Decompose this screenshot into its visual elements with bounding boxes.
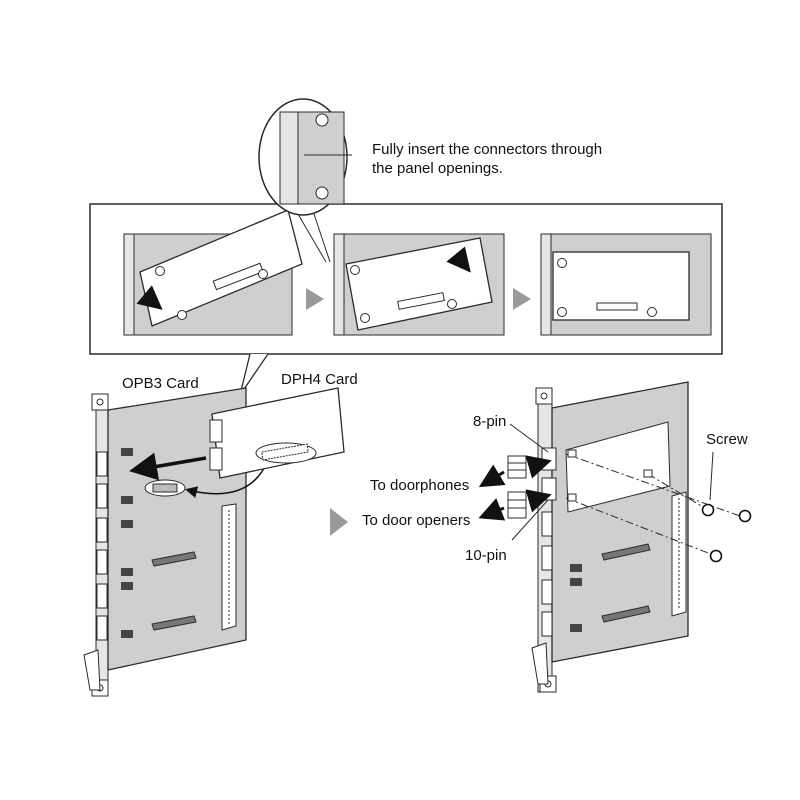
pin10-label: 10-pin [465,547,507,564]
step-arrow-2 [513,288,531,310]
connector-cables [478,423,552,541]
callout-text: Fully insert the connectors through the … [372,140,602,178]
dph4-card-label: DPH4 Card [281,371,358,388]
opb3-card-label: OPB3 Card [122,375,199,392]
callout-magnifier [258,98,352,263]
steps-panel [89,203,723,355]
note-arrow-icon [330,508,348,536]
to-door-openers-label: To door openers [362,512,471,529]
callout-line-2: the panel openings. [372,160,503,177]
to-doorphones-label: To doorphones [370,477,470,494]
step-arrow-1 [306,288,324,310]
step2-illustration [333,233,505,336]
installed-board [531,381,741,693]
step1-illustration [123,209,303,336]
screw-icon [701,451,752,563]
pin8-label: 8-pin [473,413,507,430]
dph4-card [209,387,345,479]
screw-label: Screw [706,431,748,448]
step3-illustration [540,233,712,336]
callout-line-1: Fully insert the connectors through [372,141,603,158]
